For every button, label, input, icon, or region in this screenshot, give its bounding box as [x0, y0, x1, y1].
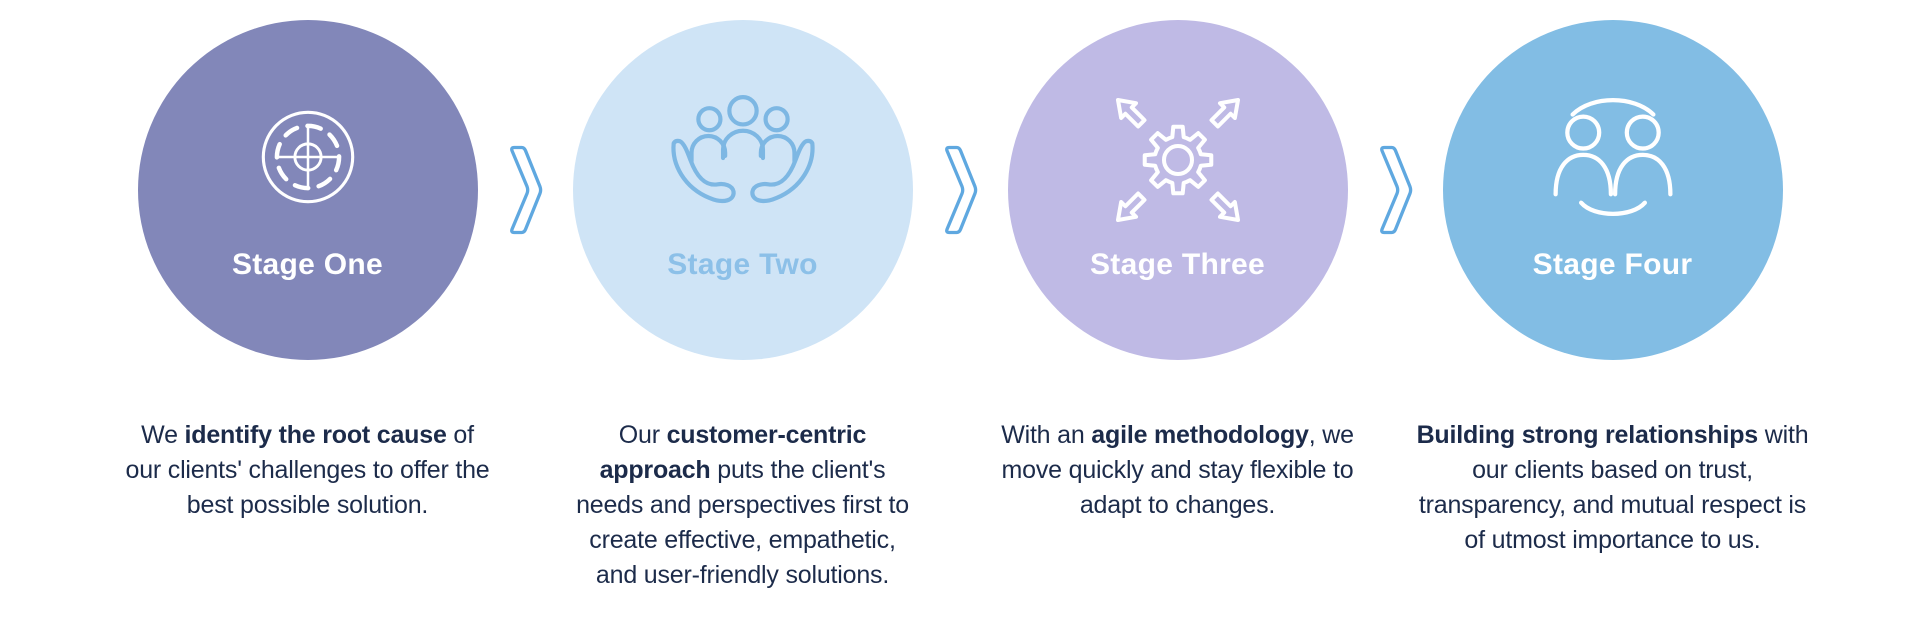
stage-column-three: Stage Three With an agile methodology, w…	[1001, 20, 1354, 548]
stage-description: With an agile methodology, we move quick…	[1001, 421, 1354, 519]
stage-label: Stage Four	[1532, 248, 1693, 281]
stage-four-circle: Stage Four	[1442, 20, 1783, 360]
gear-arrows-icon	[1088, 82, 1268, 232]
stage-label: Stage Two	[667, 248, 818, 281]
stage-column-one: Stage One We identify the root cause of …	[125, 20, 490, 548]
people-relationship-icon	[1523, 82, 1703, 232]
hands-holding-people-icon	[653, 82, 833, 232]
stage-label: Stage One	[231, 248, 384, 281]
target-icon	[218, 82, 398, 232]
chevron-separator-icon	[480, 20, 570, 360]
stage-column-four: Stage Four Building strong relationships…	[1417, 20, 1809, 583]
stage-two-circle: Stage Two	[572, 20, 913, 360]
stage-description: We identify the root cause of our client…	[125, 421, 490, 519]
stage-one-circle: Stage One	[137, 20, 478, 360]
stage-description: Our customer-centric approach puts the c…	[576, 421, 909, 589]
stage-label: Stage Three	[1089, 248, 1266, 281]
stage-description: Building strong relationships with our c…	[1416, 421, 1809, 554]
stage-column-two: Stage Two Our customer-centric approach …	[570, 20, 915, 618]
chevron-separator-icon	[1350, 20, 1440, 360]
stage-three-circle: Stage Three	[1007, 20, 1348, 360]
chevron-separator-icon	[915, 20, 1005, 360]
